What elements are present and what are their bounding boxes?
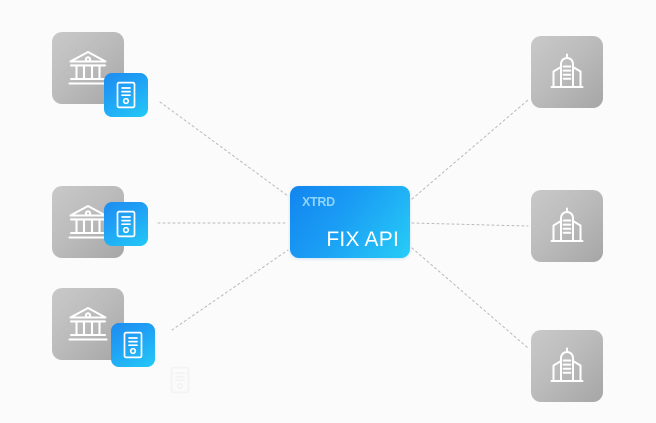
link-bank3-hub — [171, 249, 289, 331]
office-tile-2[interactable] — [531, 190, 603, 262]
server-tile-3[interactable] — [111, 323, 155, 367]
server-tile-2[interactable] — [104, 202, 148, 246]
bank-icon — [67, 305, 109, 343]
xtrd-logo: XTRD — [302, 195, 335, 209]
fix-api-label: FIX API — [326, 228, 399, 251]
office-building-icon — [547, 52, 587, 92]
server-tile-1[interactable] — [104, 73, 148, 117]
link-bank1-hub — [159, 101, 289, 197]
bank-tile-3[interactable] — [52, 288, 124, 360]
fix-api-hub-card[interactable]: XTRD FIX API — [290, 186, 410, 258]
bank-icon — [67, 49, 109, 87]
server-ghost-icon — [163, 358, 197, 402]
office-tile-3[interactable] — [531, 330, 603, 402]
link-hub-office3 — [411, 247, 529, 349]
link-hub-office1 — [411, 99, 529, 200]
server-icon — [122, 331, 144, 359]
bank-icon — [67, 203, 109, 241]
office-building-icon — [547, 346, 587, 386]
server-icon — [115, 210, 137, 238]
server-icon — [115, 81, 137, 109]
office-building-icon — [547, 206, 587, 246]
office-tile-1[interactable] — [531, 36, 603, 108]
link-hub-office2 — [411, 222, 529, 227]
bank-tile-1[interactable] — [52, 32, 124, 104]
